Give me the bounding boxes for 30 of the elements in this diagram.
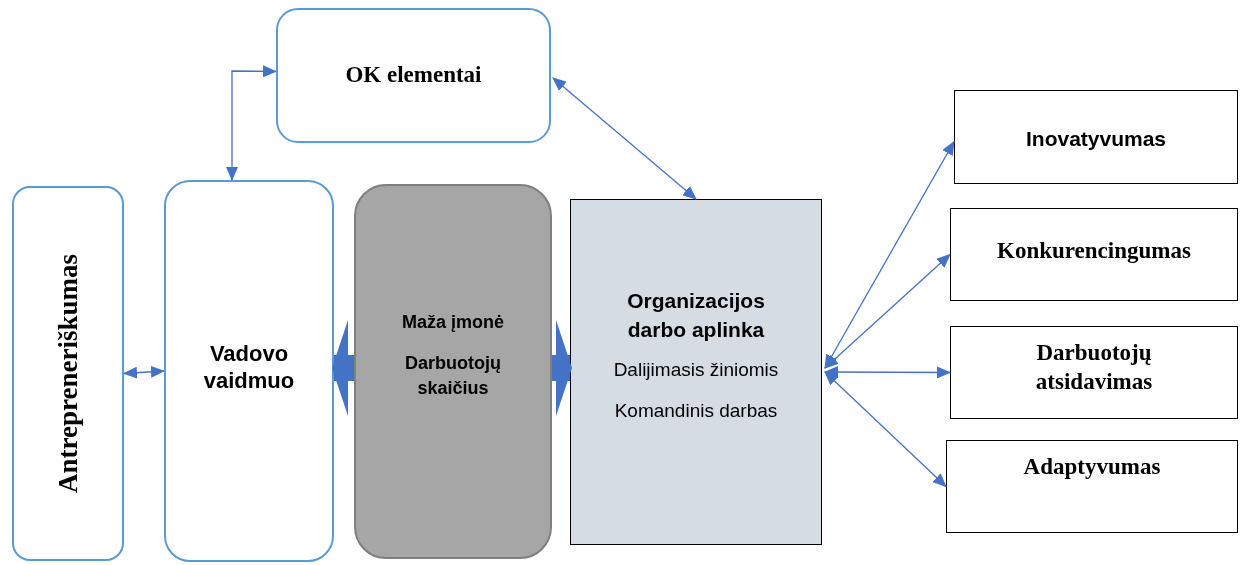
arrow — [824, 371, 947, 488]
node-text: Darbuotojų skaičius — [404, 352, 502, 400]
block-arrow — [552, 320, 572, 416]
node-text: Dalijimasis žiniomis — [613, 358, 779, 383]
arrow — [226, 65, 277, 181]
vertical-label: Antrepreneriškumas — [51, 254, 84, 493]
node-label: Adaptyvumas — [1023, 453, 1161, 481]
node-label: Inovatyvumas — [1025, 126, 1167, 152]
arrow — [824, 366, 951, 379]
block-arrow — [332, 320, 354, 416]
node-label: Organizacijos darbo aplinka — [626, 287, 766, 343]
arrow — [123, 365, 165, 379]
arrow — [824, 140, 955, 369]
rounded-box — [164, 180, 334, 562]
outcome-box — [946, 440, 1238, 533]
outcome-box — [950, 326, 1238, 419]
node-label: Maža įmonė — [402, 311, 504, 335]
outcome-box — [950, 208, 1238, 301]
node-text: Komandinis darbas — [614, 398, 778, 423]
process-box — [570, 199, 822, 545]
node-label: OK elementai — [345, 61, 482, 90]
node-label: Darbuotojų atsidavimas — [1034, 339, 1154, 396]
outcome-box — [954, 90, 1238, 184]
arrow — [552, 77, 697, 200]
rounded-box — [354, 184, 552, 559]
arrow — [824, 253, 951, 369]
node-label: Konkurencingumas — [997, 237, 1191, 265]
rounded-box — [276, 8, 551, 143]
node-label: Vadovo vaidmuo — [202, 339, 296, 395]
rounded-box — [12, 186, 124, 561]
